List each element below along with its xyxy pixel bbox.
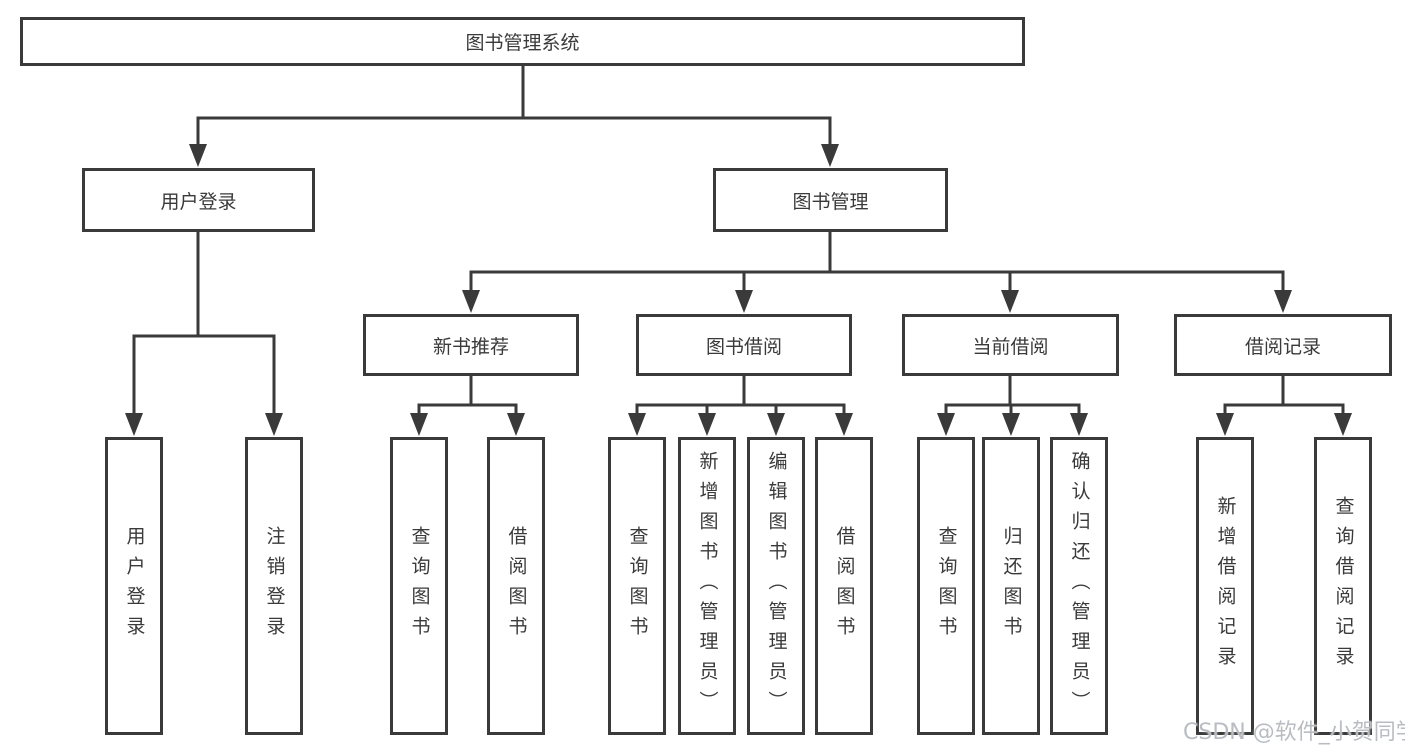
node-user-login-branch: 用户登录 (82, 168, 315, 232)
node-borrowing-records: 借阅记录 (1174, 314, 1392, 376)
leaf-records-add-record: 新增借阅记录 (1196, 437, 1254, 735)
leaf-records-query-record: 查询借阅记录 (1314, 437, 1372, 735)
node-book-management-branch: 图书管理 (713, 168, 948, 232)
node-new-book-recommend: 新书推荐 (363, 314, 579, 376)
leaf-current-return-books: 归还图书 (982, 437, 1040, 735)
leaf-borrowing-edit-books-admin: 编辑图书（管理员） (747, 437, 805, 735)
arrowheads (125, 144, 1352, 436)
leaf-borrowing-add-books-admin: 新增图书（管理员） (678, 437, 736, 735)
leaf-current-query-books: 查询图书 (917, 437, 975, 735)
leaf-current-confirm-return-admin: 确认归还（管理员） (1050, 437, 1108, 735)
leaf-borrowing-query-books: 查询图书 (608, 437, 666, 735)
node-book-borrowing: 图书借阅 (636, 314, 852, 376)
leaf-borrowing-borrow-books: 借阅图书 (815, 437, 873, 735)
leaf-user-login: 用户登录 (105, 437, 163, 735)
node-current-borrowing: 当前借阅 (902, 314, 1119, 376)
leaf-logout: 注销登录 (245, 437, 303, 735)
leaf-recommend-borrow-books: 借阅图书 (487, 437, 545, 735)
leaf-recommend-query-books: 查询图书 (390, 437, 448, 735)
csdn-watermark: CSDN @软件_小贺同学 (1183, 720, 1405, 745)
node-system-root: 图书管理系统 (20, 17, 1025, 66)
